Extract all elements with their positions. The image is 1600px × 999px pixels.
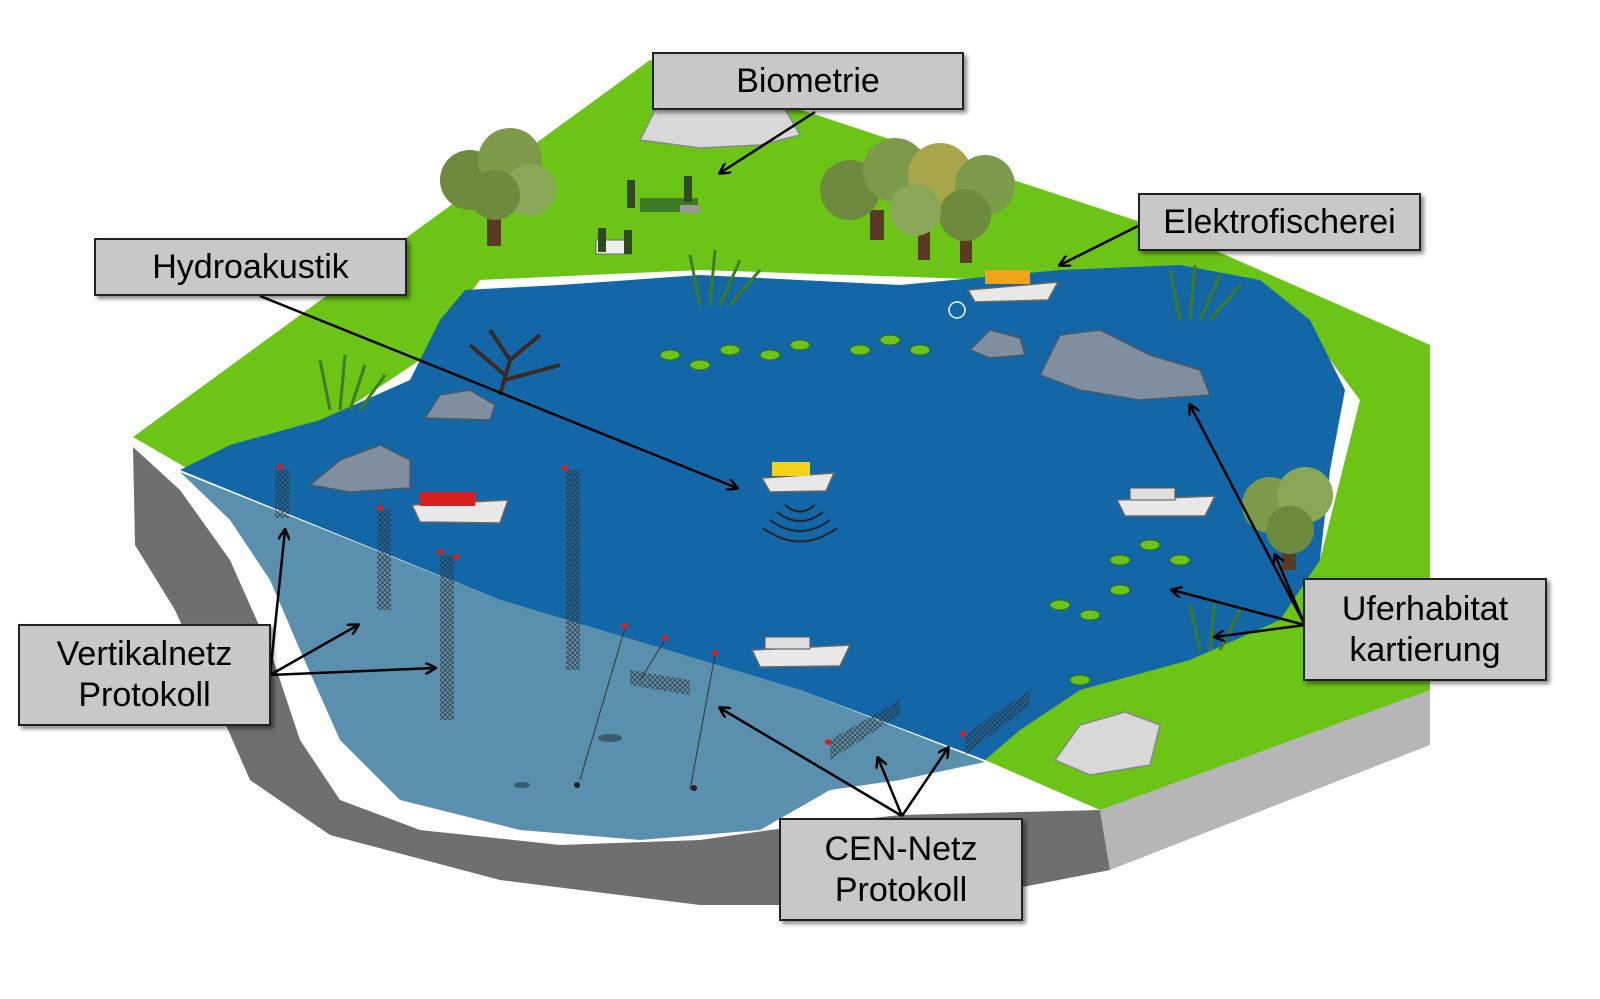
arrow-ufer-1	[1190, 405, 1307, 626]
boat-right	[1115, 487, 1217, 517]
reeds	[318, 249, 1242, 651]
lake-surface	[180, 265, 1345, 760]
arrow-cen-1	[720, 708, 903, 818]
vertical-nets	[275, 464, 580, 720]
arrow-ufer-4	[1215, 623, 1306, 637]
label-uferhabitat-kartierung: Uferhabitat kartierung	[1303, 578, 1547, 681]
arrow-cen-3	[900, 748, 948, 817]
arrow-elektrofischerei	[1060, 223, 1141, 265]
boat-elektrofischerei	[948, 270, 1060, 319]
boat-hydroakustik	[760, 462, 836, 493]
arrow-vertikal-1	[268, 530, 285, 676]
arrow-biometrie	[720, 110, 816, 173]
label-biometrie-text: Biometrie	[736, 61, 880, 100]
label-vertikalnetz-protokoll: Vertikalnetz Protokoll	[18, 624, 271, 726]
cen-nets	[514, 623, 1030, 791]
tree-group-right	[820, 138, 1015, 263]
label-hydroakustik: Hydroakustik	[94, 238, 407, 296]
label-uferhabitat-line2: kartierung	[1349, 630, 1501, 669]
rocks	[308, 329, 1212, 493]
label-cen-netz-protokoll: CEN-Netz Protokoll	[779, 818, 1023, 921]
arrow-vertikal-2	[269, 625, 358, 677]
arrow-ufer-2	[1275, 555, 1307, 626]
arrows	[259, 110, 1307, 818]
label-hydroakustik-text: Hydroakustik	[152, 247, 349, 286]
arrow-cen-2	[878, 758, 904, 817]
grass-terrain	[133, 60, 1430, 810]
tree-right-shore	[1242, 467, 1333, 570]
label-vertikalnetz-line1: Vertikalnetz	[56, 635, 233, 673]
label-cen-line1: CEN-Netz	[824, 829, 978, 868]
label-biometrie: Biometrie	[652, 52, 964, 110]
biometrie-station	[595, 176, 700, 255]
sonar-waves-icon	[762, 504, 838, 543]
label-uferhabitat-line1: Uferhabitat	[1341, 589, 1509, 628]
label-vertikalnetz-line2: Protokoll	[78, 676, 211, 714]
dead-tree-icon	[468, 328, 561, 396]
boat-red	[410, 492, 510, 524]
lily-pads	[659, 334, 1191, 686]
label-elektrofischerei: Elektrofischerei	[1138, 193, 1421, 251]
boat-center	[750, 636, 852, 668]
arrow-vertikal-3	[269, 668, 435, 677]
arrow-hydroakustik	[259, 294, 737, 488]
label-elektrofischerei-text: Elektrofischerei	[1163, 202, 1396, 241]
tree-left	[440, 128, 556, 246]
arrow-ufer-3	[1172, 590, 1306, 627]
rock-shore-right	[1053, 711, 1161, 776]
label-cen-line2: Protokoll	[834, 870, 968, 909]
